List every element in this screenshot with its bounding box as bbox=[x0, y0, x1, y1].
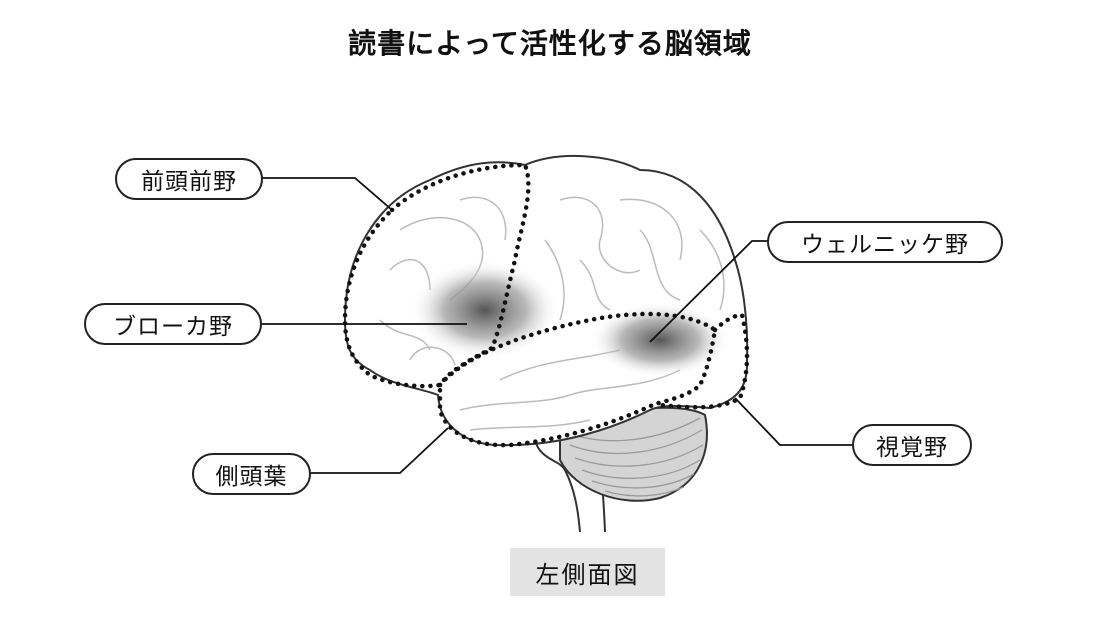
broca-activation bbox=[410, 260, 560, 360]
wernicke-activation bbox=[590, 302, 730, 378]
label-broca-area: ブローカ野 bbox=[84, 303, 262, 345]
label-prefrontal-cortex: 前頭前野 bbox=[115, 158, 263, 200]
label-visual-cortex: 視覚野 bbox=[852, 424, 972, 466]
label-wernicke-area: ウェルニッケ野 bbox=[767, 221, 1003, 263]
leader-line-prefrontal bbox=[262, 177, 393, 211]
leader-line-wernicke bbox=[649, 240, 768, 343]
leader-line-visual bbox=[734, 397, 852, 446]
leader-line-temporal bbox=[310, 427, 449, 474]
diagram-title: 読書によって活性化する脳領域 bbox=[348, 27, 752, 60]
label-temporal-lobe: 側頭葉 bbox=[192, 453, 311, 495]
view-caption: 左側面図 bbox=[510, 548, 665, 596]
visual-region-boundary bbox=[657, 312, 750, 410]
temporal-region-boundary bbox=[437, 311, 718, 448]
